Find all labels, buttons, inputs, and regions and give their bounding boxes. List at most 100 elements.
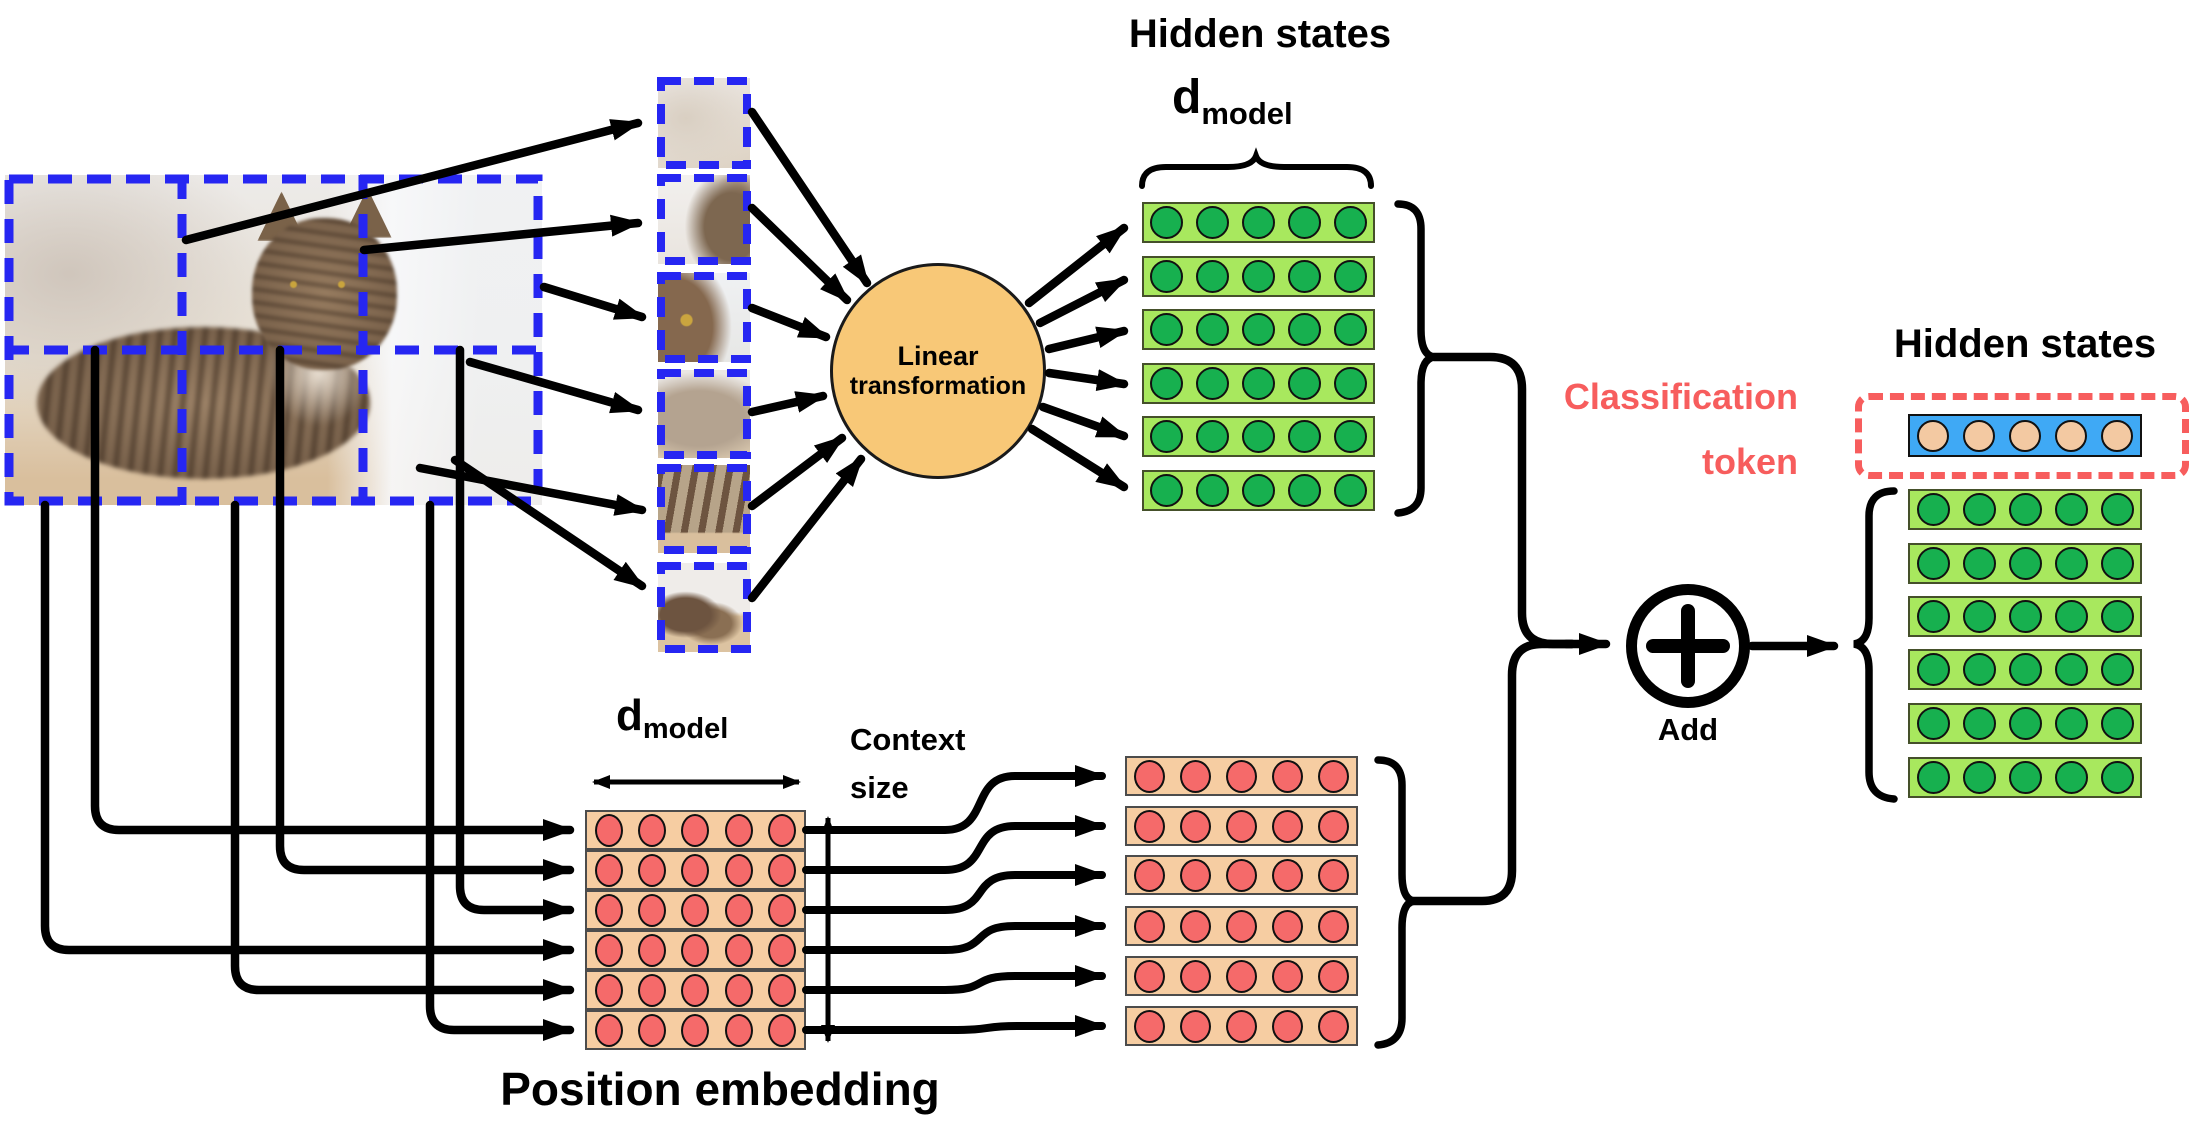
hidden-state-circle [1241,260,1275,293]
position-embedding-circle [681,853,710,887]
hidden-state-circle [1916,547,1950,580]
position-embedding-circle [1134,858,1166,892]
position-embedding-circle [638,893,667,927]
hidden-state-circle [1150,367,1184,400]
hidden-state-circle [1333,206,1367,239]
position-embedding-circle [638,973,667,1007]
position-fanout-arrows [802,765,1106,1037]
position-embedding-circle [724,813,753,847]
flattened-patch-6 [658,563,750,652]
hidden-left-brace [1394,200,1435,517]
hidden-state-circle [1150,260,1184,293]
hidden-state-circle [2054,547,2088,580]
hidden-state-circle [1287,420,1321,453]
cat-eye-right [337,280,345,288]
position-embedding-grid-row [585,850,806,890]
position-embedding-circle [1271,858,1303,892]
hidden-state-circle [2054,653,2088,686]
position-embedding-grid-row [585,930,806,970]
position-embedding-fan-row [1125,855,1358,895]
position-embedding-circle [638,853,667,887]
hidden-state-circle [2008,493,2042,526]
position-embedding-grid-row [585,1010,806,1050]
add-connectors [1407,352,1839,906]
position-embedding-circle [681,933,710,967]
patch-to-position-elbow-arrows [40,345,575,1041]
position-embedding-circle [1317,1009,1349,1043]
hidden-state-circle [2054,761,2088,794]
classification-token-circle [2009,419,2041,452]
hidden-state-row-left [1142,470,1375,511]
hidden-state-circle [1962,600,1996,633]
position-embedding-circle [1317,759,1349,793]
position-embedding-circle [1225,909,1257,943]
position-embedding-circle [594,933,623,967]
add-node [1626,584,1750,708]
position-embedding-circle [724,1013,753,1047]
position-embedding-circle [1225,858,1257,892]
position-embedding-fan-row [1125,956,1358,996]
flattened-to-transform-arrows [747,107,872,603]
classification-token-circle [2055,419,2087,452]
classification-token-box [1855,393,2189,479]
hidden-state-circle [1962,493,1996,526]
position-embedding-grid-row [585,810,806,850]
hidden-state-circle [1916,493,1950,526]
position-embedding-circle [1225,1009,1257,1043]
overbrace-dmodel [1139,147,1374,189]
position-embedding-circle [681,973,710,1007]
classification-token-circle [1917,419,1949,452]
position-embedding-circle [681,1013,710,1047]
position-embedding-circle [768,1013,797,1047]
hidden-state-circle [1916,600,1950,633]
position-embedding-circle [1317,959,1349,993]
hidden-state-circle [1150,313,1184,346]
hidden-states-title-left: Hidden states [1128,12,1392,56]
position-embedding-circle [1271,959,1303,993]
hidden-state-row-right [1908,649,2142,690]
add-label: Add [1657,712,1719,747]
position-embedding-circle [1180,909,1212,943]
position-embedding-fan-row [1125,806,1358,846]
position-embedding-circle [1180,959,1212,993]
position-embedding-circle [768,813,797,847]
position-embedding-circle [768,853,797,887]
position-embedding-circle [594,813,623,847]
position-embedding-fan-row [1125,906,1358,946]
hidden-state-circle [1333,313,1367,346]
position-embedding-circle [768,973,797,1007]
hidden-state-circle [2100,707,2134,740]
classification-token-label-line1: Classification [1563,376,1798,417]
hidden-state-circle [2100,761,2134,794]
position-embedding-circle [1134,959,1166,993]
classification-token-circle [1963,419,1995,452]
flattened-patch-2 [658,175,750,264]
position-embedding-circle [1317,809,1349,843]
linear-transformation-node: Linear transformation [830,263,1046,479]
position-embedding-circle [638,933,667,967]
hidden-state-circle [1916,707,1950,740]
hidden-state-circle [1150,474,1184,507]
hidden-state-row-right [1908,543,2142,584]
position-embedding-circle [1271,1009,1303,1043]
position-embedding-circle [724,893,753,927]
hidden-state-circle [1196,420,1230,453]
plus-icon [1681,604,1695,688]
hidden-state-circle [2008,653,2042,686]
hidden-state-circle [1287,313,1321,346]
position-embedding-circle [1134,809,1166,843]
position-embedding-circle [724,973,753,1007]
position-embedding-grid-row [585,970,806,1010]
hidden-states-title-right: Hidden states [1893,322,2157,366]
classification-token-label-line2: token [1701,441,1798,482]
hidden-state-circle [1196,206,1230,239]
hidden-state-circle [1287,206,1321,239]
hidden-state-circle [2100,600,2134,633]
flattened-patch-4 [658,370,750,458]
hidden-state-row-left [1142,363,1375,404]
classification-token-circle [2101,419,2133,452]
hidden-state-circle [2008,707,2042,740]
hidden-state-row-left [1142,256,1375,297]
